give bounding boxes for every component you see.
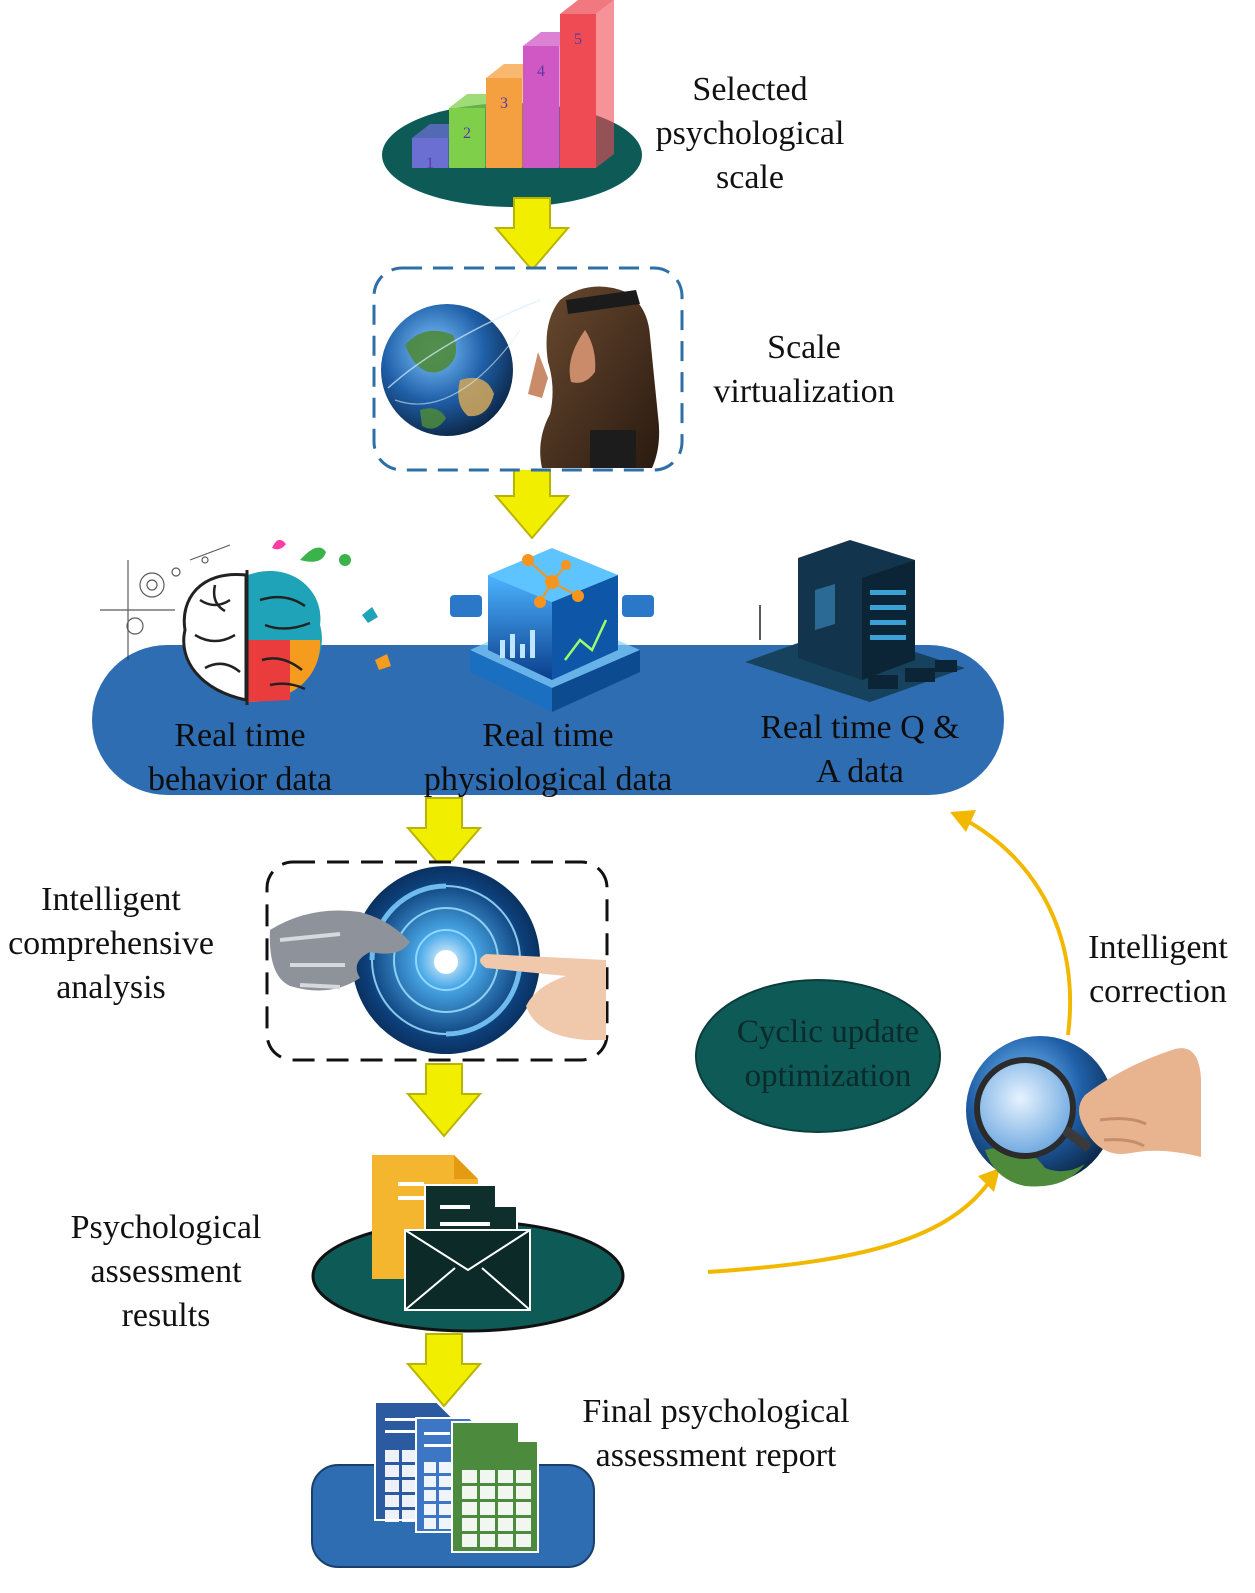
behavior-label-line-1: Real time [174, 717, 306, 754]
virtualization-label: Scale virtualization [694, 326, 914, 414]
vr-globe-illustration [372, 266, 684, 472]
cyclic-label: Cyclic update optimization [708, 1010, 948, 1098]
cyclic-label-line-2: optimization [744, 1058, 912, 1094]
correction-label-line-1: Intelligent [1088, 929, 1228, 966]
flow-arrow [493, 465, 571, 540]
robot-hand-illustration [265, 860, 609, 1062]
flow-arrow [405, 1063, 483, 1138]
server-icon [745, 540, 965, 702]
report-label-line-2: assessment report [595, 1437, 837, 1474]
analysis-label: Intelligent comprehensive analysis [0, 878, 222, 1010]
results-label-line-3: results [121, 1297, 211, 1334]
scale-bar-number: 1 [426, 155, 434, 172]
flow-arrow [405, 797, 483, 872]
flow-arrow [405, 1333, 483, 1408]
behavior-label-line-2: behavior data [147, 761, 333, 798]
flow-arrow [493, 197, 571, 272]
cyclic-ellipse [695, 979, 941, 1133]
analysis-label-line-1: Intelligent [41, 881, 181, 918]
scale-bar-number: 4 [537, 63, 545, 80]
physiological-label-line-2: physiological data [423, 761, 673, 798]
physiological-label-line-1: Real time [482, 717, 614, 754]
data-band [92, 645, 1004, 795]
magnifier-globe-icon [966, 1036, 1201, 1187]
scale-bar-number: 5 [574, 31, 582, 48]
results-label: Psychological assessment results [56, 1206, 276, 1338]
qa-label: Real time Q & A data [735, 706, 985, 794]
report-label-line-1: Final psychological [582, 1393, 850, 1430]
cyclic-label-line-1: Cyclic update [736, 1014, 920, 1050]
flow-arrows [405, 197, 571, 1408]
scale-label-line-2: psychological [655, 115, 845, 152]
data-cube-icon [450, 548, 654, 712]
analysis-label-line-3: analysis [56, 969, 166, 1006]
scale-label-line-3: scale [716, 159, 784, 196]
correction-label-line-2: correction [1089, 973, 1227, 1010]
virtualization-label-line-1: Scale [767, 329, 841, 366]
spreadsheet-icon [311, 1401, 595, 1568]
virtualization-label-line-2: virtualization [713, 373, 895, 410]
scale-label: Selected psychological scale [640, 68, 860, 200]
brain-icon [100, 539, 391, 705]
qa-label-line-1: Real time Q & [760, 709, 960, 746]
behavior-label: Real time behavior data [120, 714, 360, 802]
scale-bar-number: 2 [463, 125, 471, 142]
scale-bar-number: 3 [500, 95, 508, 112]
envelope-document-icon [311, 1155, 625, 1333]
correction-label: Intelligent correction [1078, 926, 1238, 1014]
physiological-label: Real time physiological data [403, 714, 693, 802]
analysis-label-line-2: comprehensive [8, 925, 214, 962]
scale-bar: 5 [560, 0, 614, 168]
results-label-line-1: Psychological [70, 1209, 262, 1246]
scale-label-line-1: Selected [692, 71, 808, 108]
loop-arrow [707, 810, 1073, 1274]
report-label: Final psychological assessment report [566, 1390, 866, 1478]
qa-label-line-2: A data [816, 753, 904, 790]
bar-chart-icon: 1 2 3 4 5 [382, 0, 642, 207]
results-label-line-2: assessment [90, 1253, 242, 1290]
